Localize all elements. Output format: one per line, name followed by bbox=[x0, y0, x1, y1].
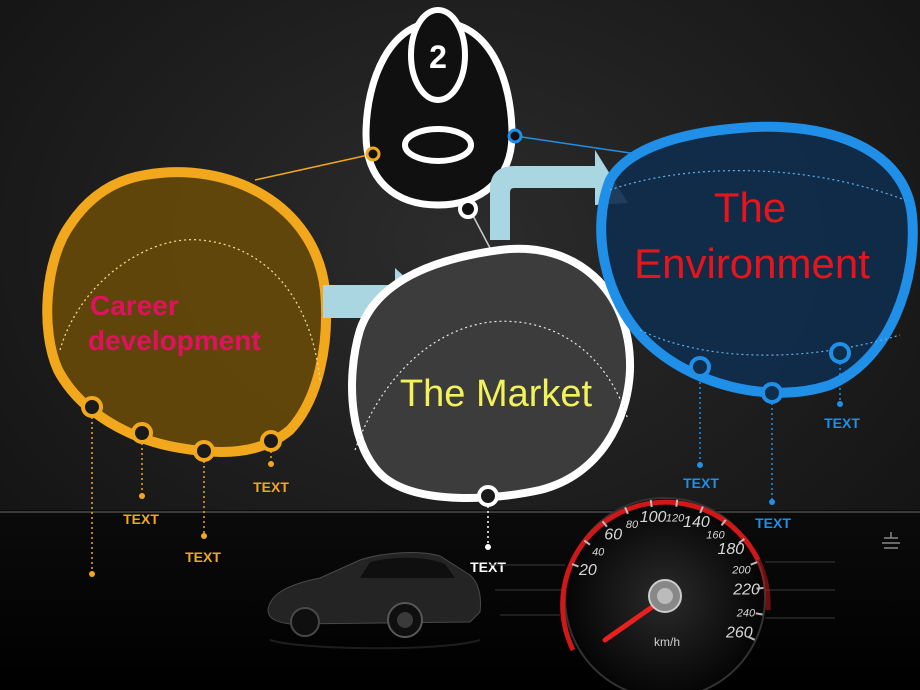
gauge-tick-mark bbox=[750, 561, 758, 566]
gauge-tick-mark bbox=[649, 499, 653, 508]
arrow-market-to-environment bbox=[490, 150, 628, 240]
career-node-2 bbox=[131, 422, 153, 444]
career-label-2: TEXT bbox=[185, 549, 221, 565]
env-node-1 bbox=[689, 356, 711, 378]
market-title: The Market bbox=[400, 373, 593, 415]
gauge-tick-260: 260 bbox=[725, 625, 753, 642]
environment-blob: The Environment TEXT TEXT TEXT bbox=[596, 121, 918, 531]
slide-nav-icon[interactable] bbox=[882, 532, 900, 549]
step-badge: 2 bbox=[362, 7, 523, 219]
gauge-tick-mark bbox=[699, 506, 704, 514]
env-node-3 bbox=[829, 342, 851, 364]
gauge-tick-mark bbox=[747, 635, 756, 641]
career-title-line2: development bbox=[88, 325, 261, 356]
career-node-1 bbox=[81, 396, 103, 418]
env-label-2: TEXT bbox=[755, 515, 791, 531]
gauge-tick-mark bbox=[601, 520, 608, 528]
connector-environment bbox=[514, 135, 651, 157]
gauge-tick-mark bbox=[571, 563, 579, 568]
env-label-1: TEXT bbox=[683, 475, 719, 491]
gauge-tick-200: 200 bbox=[731, 564, 751, 576]
gauge-tick-180: 180 bbox=[717, 541, 744, 558]
career-blob: Career development TEXT TEXT TEXT bbox=[42, 167, 332, 577]
step-number: 2 bbox=[429, 39, 447, 75]
gauge-tick-220: 220 bbox=[732, 582, 760, 599]
node-career-link bbox=[365, 146, 381, 162]
gauge-tick-mark bbox=[720, 519, 727, 527]
gauge-unit: km/h bbox=[654, 635, 680, 649]
gauge-tick-mark bbox=[675, 499, 679, 507]
environment-title-line2: Environment bbox=[634, 240, 870, 287]
gauge-tick-120: 120 bbox=[666, 513, 685, 525]
gauge-tick-40: 40 bbox=[592, 547, 605, 559]
node-env-link bbox=[507, 128, 523, 144]
gauge-tick-240: 240 bbox=[736, 608, 756, 620]
car-silhouette bbox=[267, 552, 481, 650]
market-node-1 bbox=[477, 485, 499, 507]
connector-career bbox=[254, 153, 374, 181]
career-title-line1: Career bbox=[90, 290, 179, 321]
environment-title-line1: The bbox=[714, 184, 786, 231]
gauge-tick-mark bbox=[583, 539, 591, 546]
node-market-link bbox=[458, 199, 478, 219]
gauge-tick-80: 80 bbox=[626, 519, 639, 531]
gauge-tick-140: 140 bbox=[683, 514, 710, 531]
gauge-tick-mark bbox=[738, 538, 746, 544]
career-label-3: TEXT bbox=[253, 479, 289, 495]
gauge-tick-60: 60 bbox=[604, 526, 622, 543]
career-node-3 bbox=[193, 440, 215, 462]
market-label-1: TEXT bbox=[470, 559, 506, 575]
env-label-3: TEXT bbox=[824, 415, 860, 431]
gauge-tick-100: 100 bbox=[640, 509, 667, 526]
gauge-tick-160: 160 bbox=[706, 529, 725, 541]
gauge-tick-mark bbox=[755, 612, 763, 616]
dashboard-lines bbox=[490, 561, 835, 619]
career-node-4 bbox=[260, 430, 282, 452]
gauge-tick-mark bbox=[624, 506, 629, 515]
market-blob: The Market TEXT bbox=[348, 244, 635, 575]
env-node-2 bbox=[761, 382, 783, 404]
career-label-1: TEXT bbox=[123, 511, 159, 527]
gauge-tick-20: 20 bbox=[578, 562, 597, 579]
gauge-tick-mark bbox=[756, 586, 764, 590]
